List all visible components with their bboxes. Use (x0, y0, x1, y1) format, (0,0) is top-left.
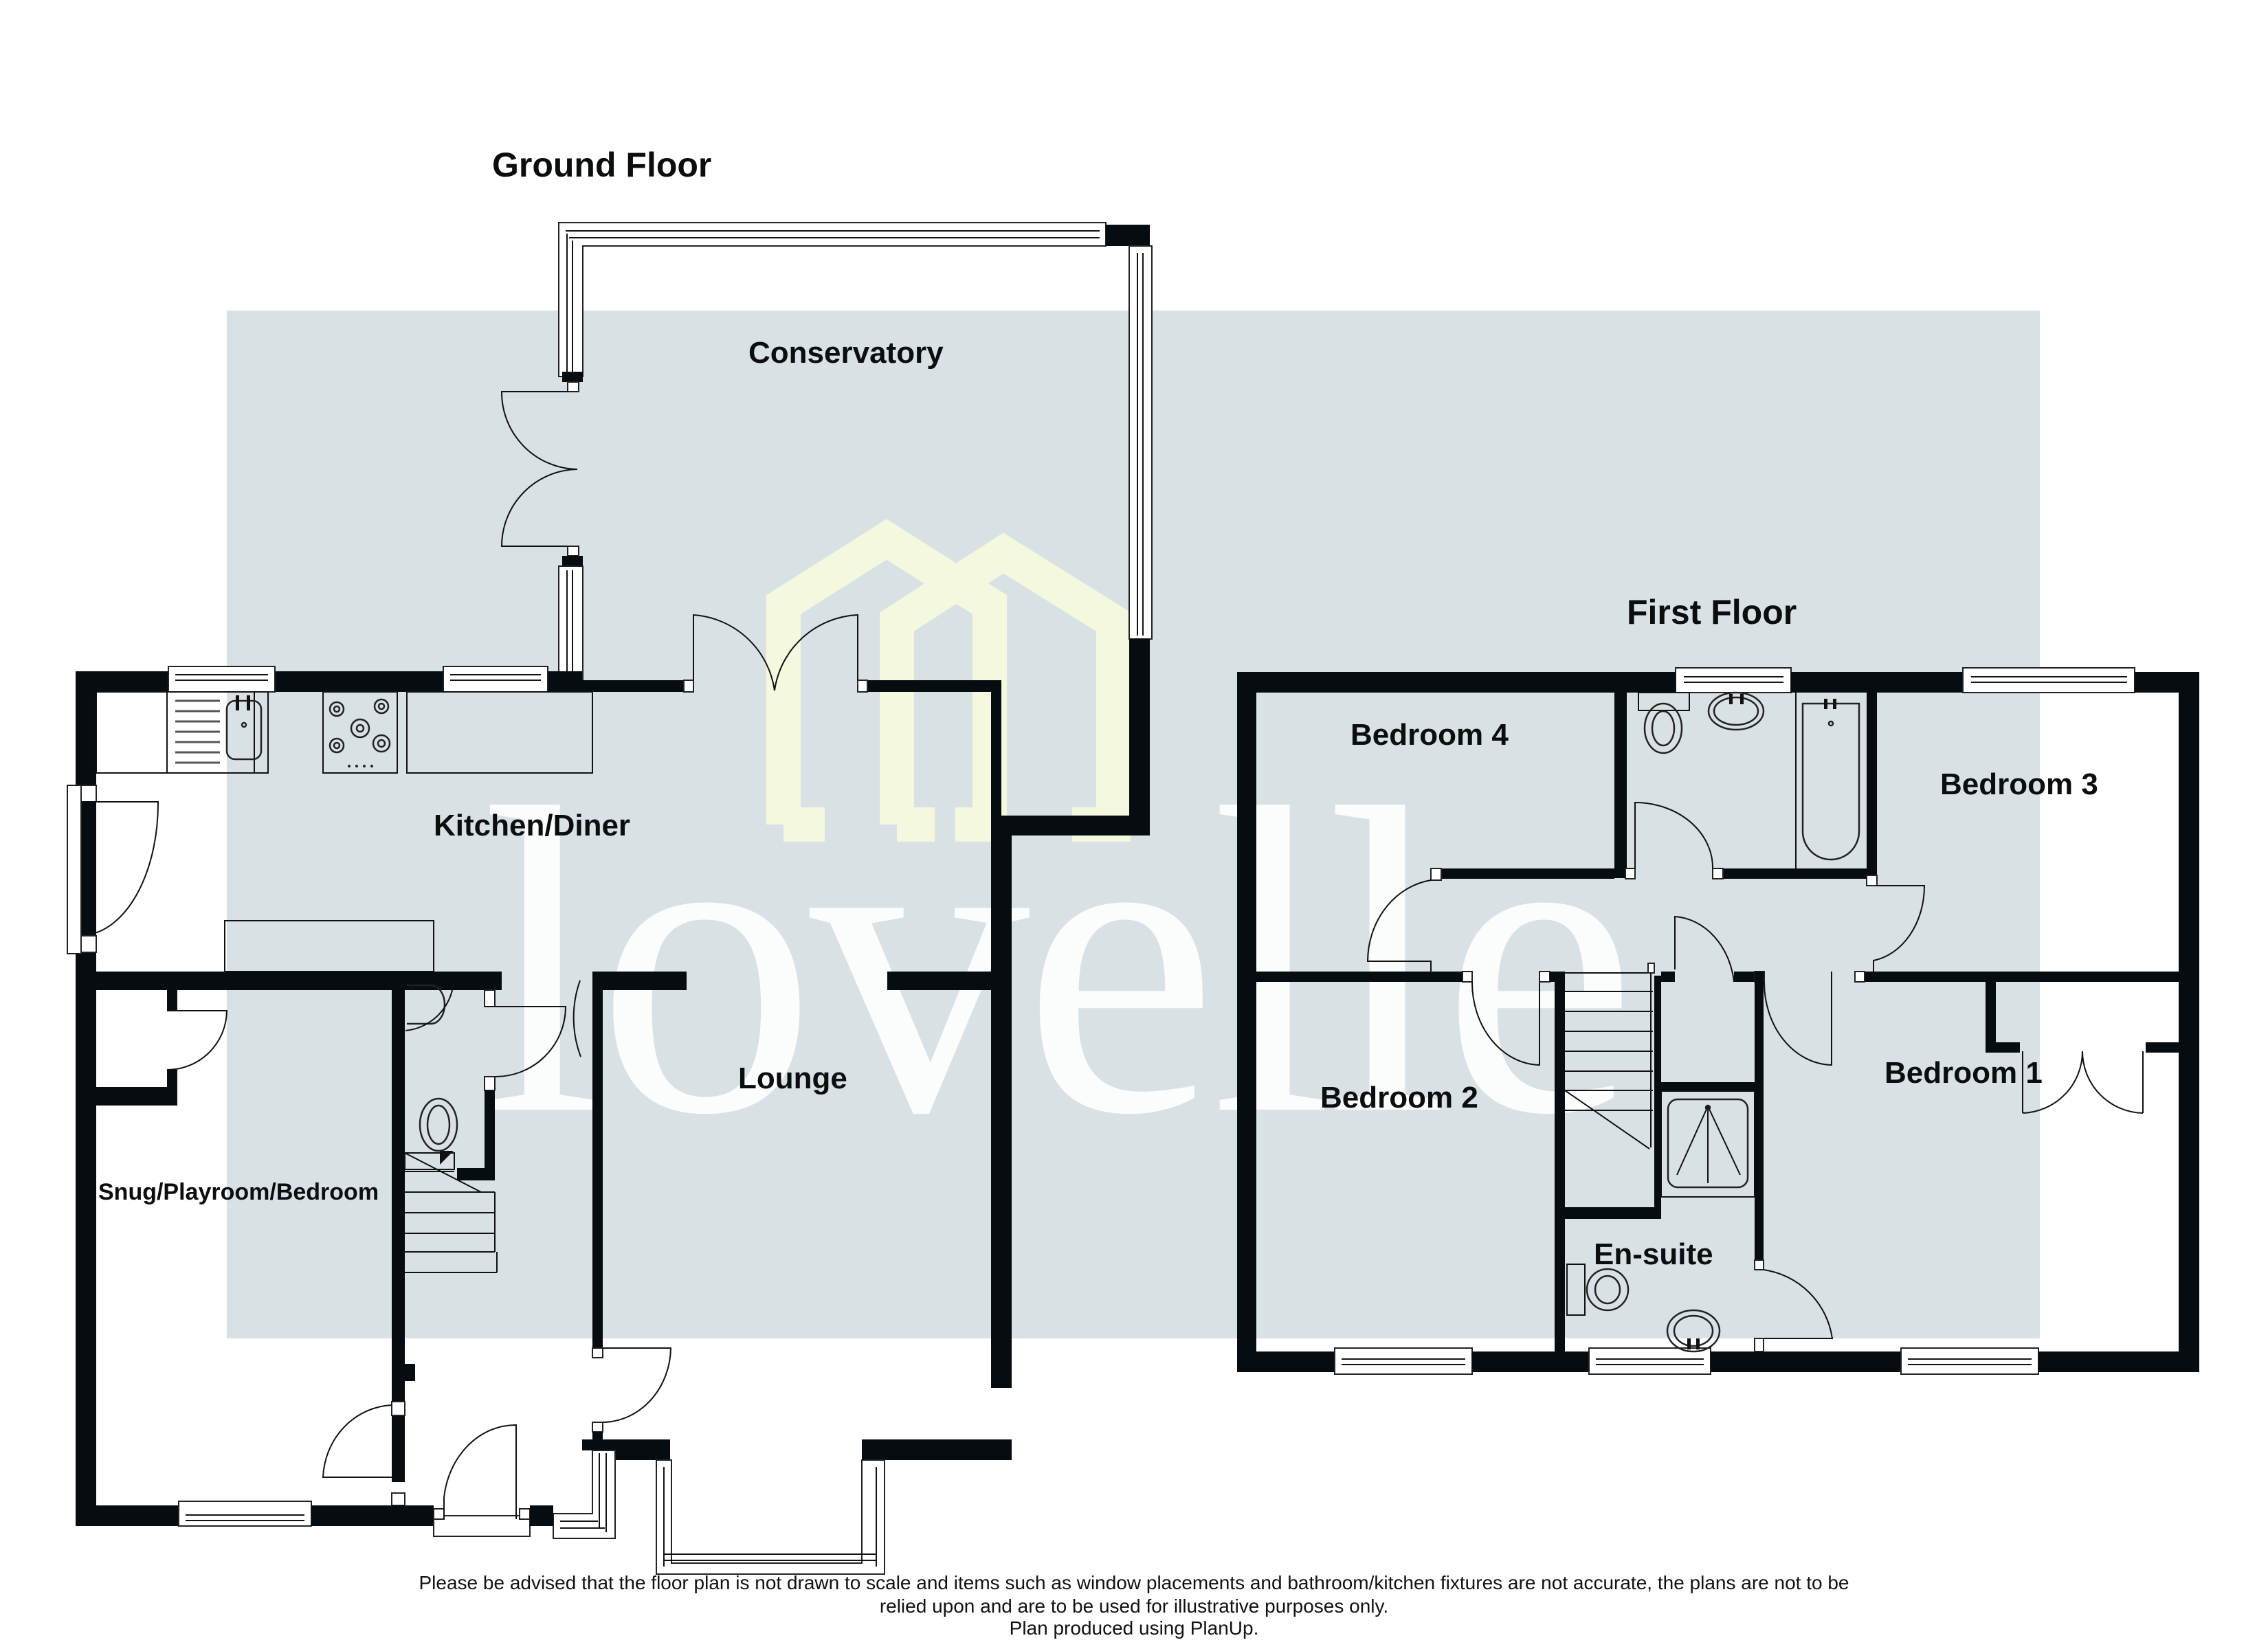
room-label-en-suite: En-suite (1594, 1237, 1713, 1271)
conservatory-glazing (500, 222, 1153, 681)
room-label-bedroom-1: Bedroom 1 (1885, 1056, 2043, 1090)
room-label-conservatory: Conservatory (748, 336, 944, 370)
disclaimer-line-1: Please be advised that the floor plan is… (419, 1572, 1849, 1593)
ground-floor-stairs (404, 1151, 498, 1273)
ground-floor-title: Ground Floor (492, 146, 712, 184)
disclaimer-line-2: relied upon and are to be used for illus… (879, 1595, 1389, 1617)
room-label-lounge: Lounge (738, 1062, 847, 1095)
watermark-brand-text: lovelle (481, 719, 1637, 1205)
first-floor-plan (1237, 667, 2199, 1375)
first-floor-stairs (1564, 963, 1655, 1149)
room-label-bedroom-3: Bedroom 3 (1940, 767, 2098, 801)
room-label-bedroom-4: Bedroom 4 (1350, 718, 1509, 752)
ground-floor-plan (67, 222, 1153, 1575)
room-label-bedroom-2: Bedroom 2 (1320, 1081, 1478, 1114)
kitchen-units (96, 691, 593, 972)
disclaimer-line-3: Plan produced using PlanUp. (1009, 1617, 1259, 1639)
first-floor-title: First Floor (1627, 593, 1797, 631)
room-label-kitchen-diner: Kitchen/Diner (434, 809, 631, 842)
room-label-snug: Snug/Playroom/Bedroom (98, 1179, 379, 1205)
